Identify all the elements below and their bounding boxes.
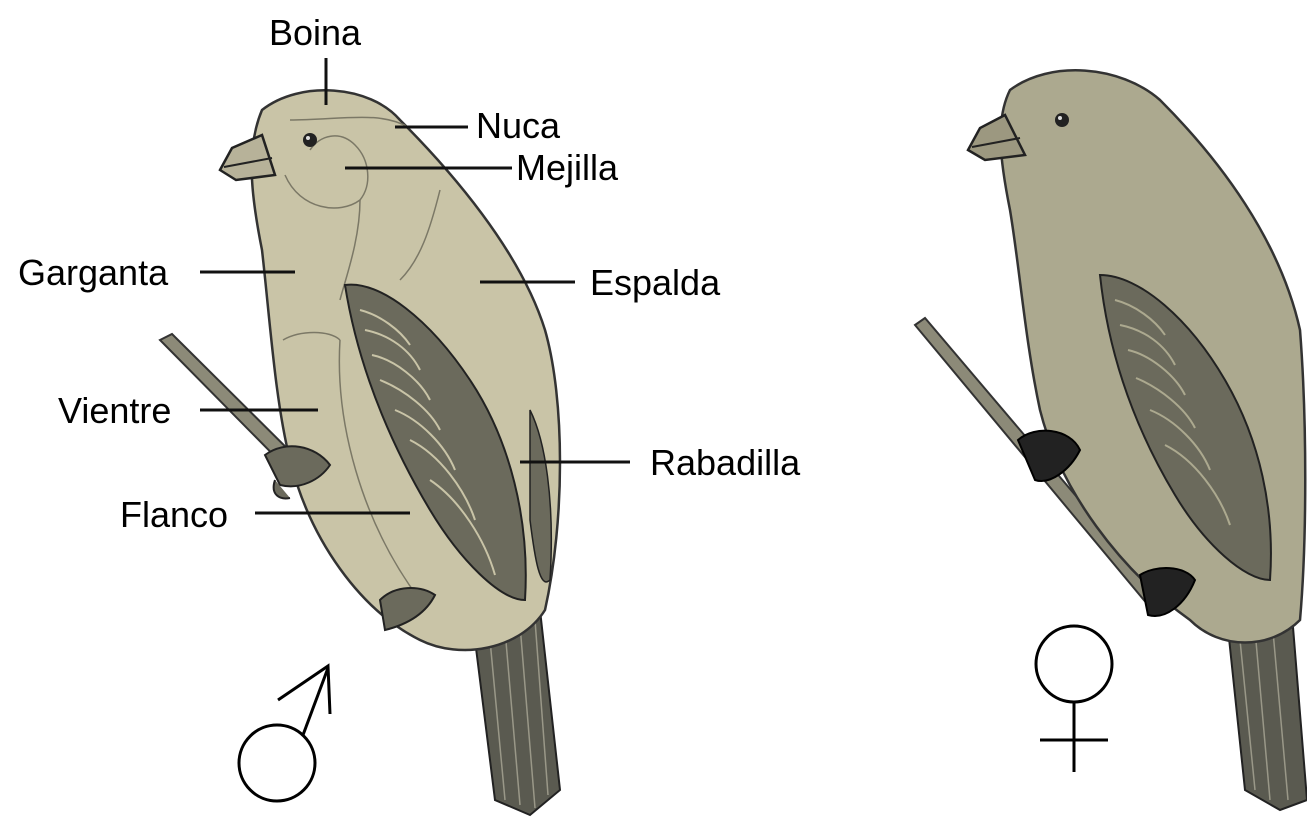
female-bird: [915, 70, 1307, 810]
female-eye: [1055, 113, 1069, 127]
label-flanco: Flanco: [120, 494, 228, 535]
male-eye: [303, 133, 317, 147]
male-symbol: [239, 666, 330, 801]
label-garganta: Garganta: [18, 252, 169, 293]
male-bird: [160, 90, 560, 815]
label-vientre: Vientre: [58, 390, 171, 431]
label-nuca: Nuca: [476, 105, 561, 146]
label-espalda: Espalda: [590, 262, 721, 303]
female-symbol: [1036, 626, 1112, 772]
label-boina: Boina: [269, 12, 362, 53]
label-rabadilla: Rabadilla: [650, 442, 801, 483]
label-mejilla: Mejilla: [516, 147, 619, 188]
